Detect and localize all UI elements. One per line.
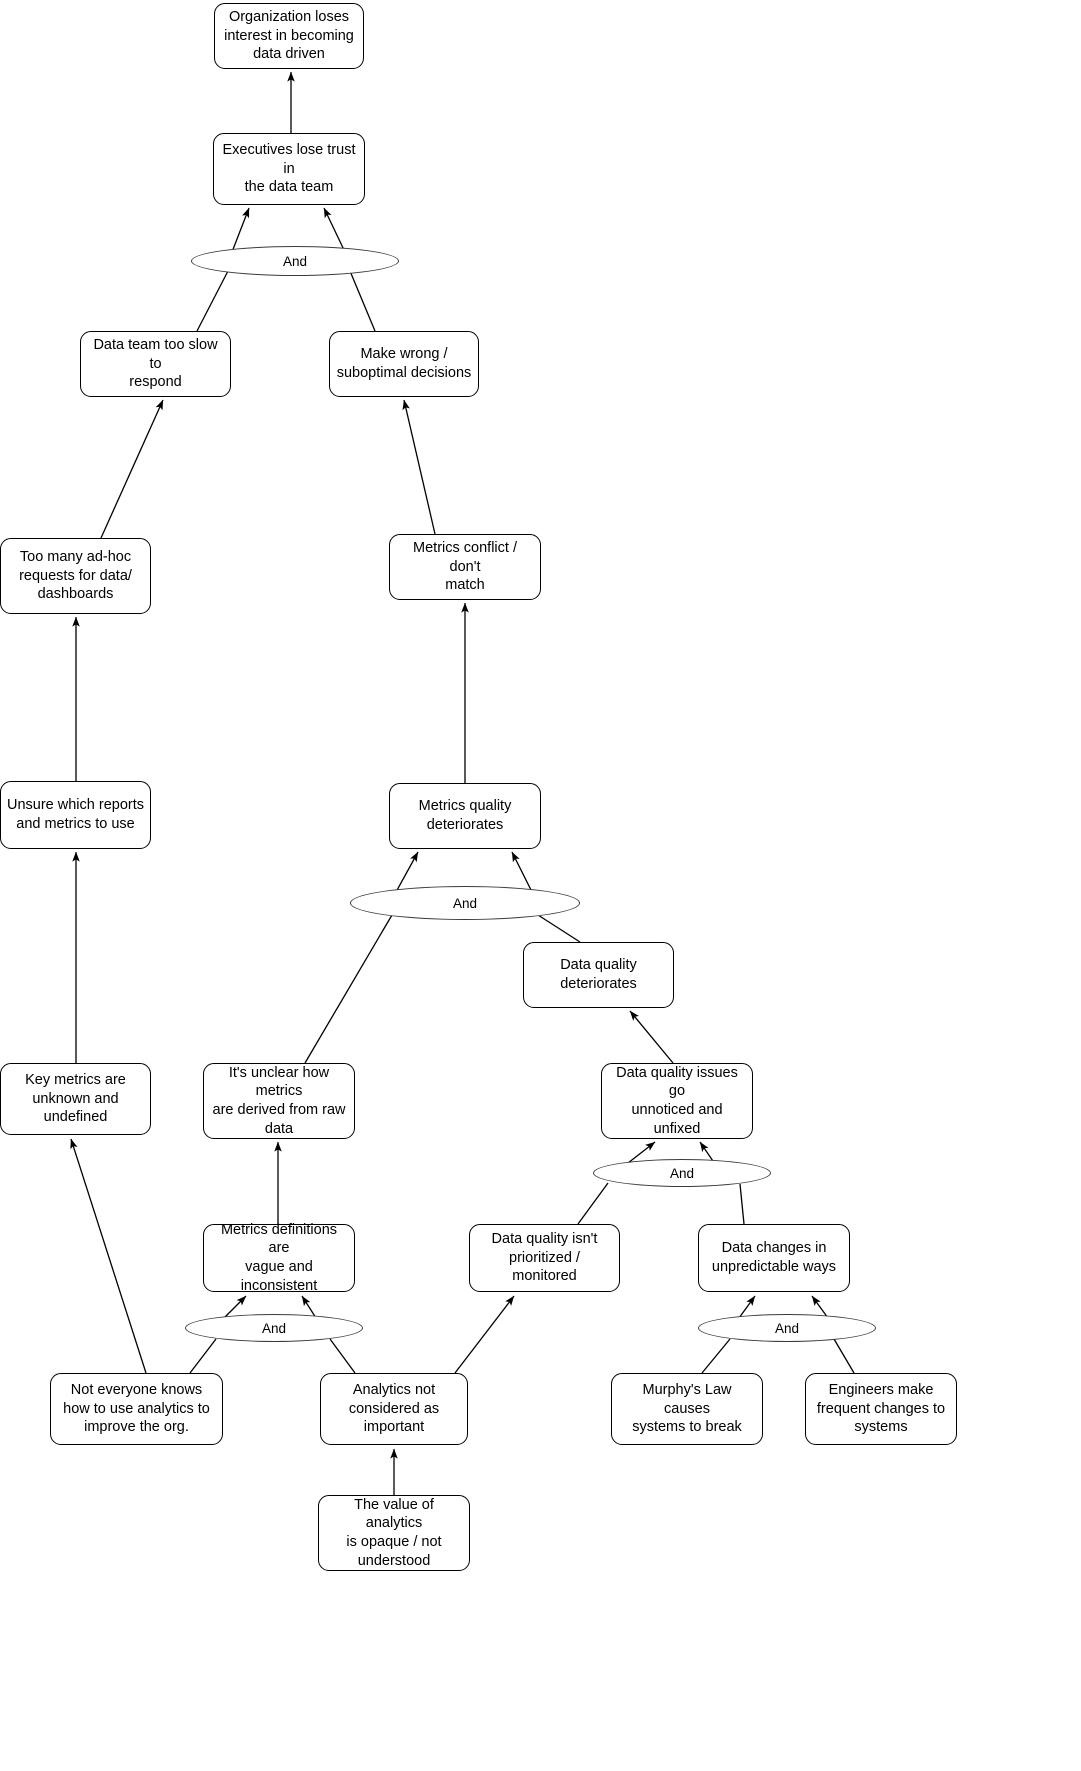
- node-org_loses_interest[interactable]: Organization loses interest in becoming …: [214, 3, 364, 69]
- edge-too_many_adhoc-to-data_team_slow: [100, 399, 164, 539]
- edge-dq_not_prioritized-to-gate_dq_issues: [577, 1182, 609, 1225]
- node-key_metrics_unknown[interactable]: Key metrics are unknown and undefined: [0, 1063, 151, 1135]
- gate-gate_dq_issues[interactable]: And: [593, 1159, 771, 1187]
- edge-unclear_derivation-to-gate_metrics_quality: [304, 914, 393, 1064]
- node-metrics_defs_vague[interactable]: Metrics definitions are vague and incons…: [203, 1222, 355, 1294]
- edge-gate_exec-to-execs_lose_trust: [231, 207, 250, 253]
- edge-data_team_slow-to-gate_exec: [196, 270, 229, 332]
- gate-gate_metrics_quality[interactable]: And: [350, 886, 580, 920]
- node-execs_lose_trust[interactable]: Executives lose trust in the data team: [213, 133, 365, 205]
- edge-engineers_changes-to-gate_data_changes: [833, 1338, 855, 1374]
- node-murphys_law[interactable]: Murphy's Law causes systems to break: [611, 1373, 763, 1445]
- edge-analytics_not_important-to-gate_metric_defs: [329, 1338, 356, 1374]
- node-dq_issues_unnoticed[interactable]: Data quality issues go unnoticed and unf…: [601, 1063, 753, 1139]
- node-data_quality_det[interactable]: Data quality deteriorates: [523, 942, 674, 1008]
- edge-data_quality_det-to-gate_metrics_quality: [537, 914, 581, 943]
- edge-analytics_not_important-to-dq_not_prioritized: [454, 1295, 515, 1374]
- edge-not_everyone_knows-to-gate_metric_defs: [189, 1338, 217, 1374]
- node-analytics_not_important[interactable]: Analytics not considered as important: [320, 1373, 468, 1445]
- node-unclear_derivation[interactable]: It's unclear how metrics are derived fro…: [203, 1063, 355, 1139]
- edge-murphys_law-to-gate_data_changes: [701, 1338, 731, 1374]
- edge-gate_exec-to-execs_lose_trust: [323, 207, 346, 253]
- edge-wrong_decisions-to-gate_exec: [349, 270, 376, 332]
- edge-gate_metrics_quality-to-metrics_quality: [395, 851, 419, 893]
- node-unsure_reports[interactable]: Unsure which reports and metrics to use: [0, 781, 151, 849]
- node-metrics_quality[interactable]: Metrics quality deteriorates: [389, 783, 541, 849]
- node-too_many_adhoc[interactable]: Too many ad-hoc requests for data/ dashb…: [0, 538, 151, 614]
- edge-dq_issues_unnoticed-to-data_quality_det: [629, 1010, 674, 1064]
- node-value_opaque[interactable]: The value of analytics is opaque / not u…: [318, 1495, 470, 1571]
- node-data_changes_unpredictable[interactable]: Data changes in unpredictable ways: [698, 1224, 850, 1292]
- node-not_everyone_knows[interactable]: Not everyone knows how to use analytics …: [50, 1373, 223, 1445]
- edge-metrics_conflict-to-wrong_decisions: [402, 399, 436, 535]
- gate-gate_metric_defs[interactable]: And: [185, 1314, 363, 1342]
- node-metrics_conflict[interactable]: Metrics conflict / don't match: [389, 534, 541, 600]
- gate-gate_exec[interactable]: And: [191, 246, 399, 276]
- gate-gate_data_changes[interactable]: And: [698, 1314, 876, 1342]
- edge-not_everyone_knows-to-key_metrics_unknown: [70, 1138, 147, 1374]
- edge-data_changes_unpredictable-to-gate_dq_issues: [739, 1183, 745, 1225]
- node-dq_not_prioritized[interactable]: Data quality isn't prioritized / monitor…: [469, 1224, 620, 1292]
- node-wrong_decisions[interactable]: Make wrong / suboptimal decisions: [329, 331, 479, 397]
- node-engineers_changes[interactable]: Engineers make frequent changes to syste…: [805, 1373, 957, 1445]
- edge-gate_metrics_quality-to-metrics_quality: [511, 851, 533, 893]
- node-data_team_slow[interactable]: Data team too slow to respond: [80, 331, 231, 397]
